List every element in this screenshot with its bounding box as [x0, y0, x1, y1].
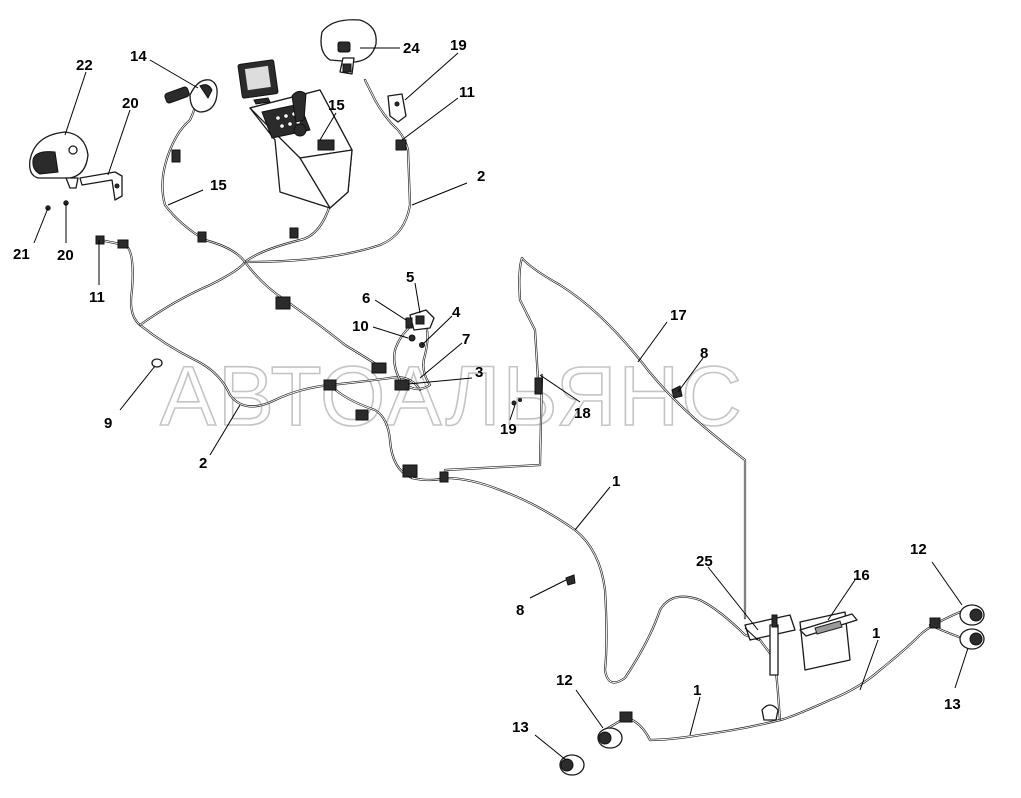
right-mirror-bracket — [387, 93, 407, 123]
left-mirror-bracket — [79, 171, 123, 201]
callout-3: 3 — [475, 364, 483, 381]
switch-harness — [393, 320, 432, 391]
connector — [197, 231, 207, 243]
callout-24: 24 — [403, 40, 420, 57]
callout-8: 8 — [516, 602, 524, 619]
harness-17 — [518, 256, 747, 620]
connector — [402, 464, 418, 478]
callout-2: 2 — [477, 168, 485, 185]
connector — [289, 227, 299, 239]
connector — [619, 711, 633, 723]
switch-cluster — [405, 309, 435, 348]
control-console — [237, 59, 353, 209]
harness-15 — [161, 93, 247, 264]
fitting — [511, 400, 517, 406]
callout-13: 13 — [512, 719, 529, 736]
callout-22: 21 — [13, 246, 30, 263]
callout-21: 20 — [57, 247, 74, 264]
connectors — [95, 139, 941, 723]
callout-19: 19 — [500, 421, 517, 438]
connector — [371, 362, 387, 374]
callout-8: 8 — [700, 345, 708, 362]
callout-14: 14 — [130, 48, 147, 65]
callout-25: 25 — [696, 553, 713, 570]
callout-16: 16 — [853, 567, 870, 584]
left-mirror — [29, 131, 89, 189]
callout-1: 1 — [693, 682, 701, 699]
harness-wires — [98, 78, 964, 742]
connector — [323, 379, 337, 391]
connector — [275, 296, 291, 310]
callout-12: 12 — [556, 672, 573, 689]
callout-15: 15 — [210, 177, 227, 194]
callout-7: 7 — [462, 331, 470, 348]
callout-1: 1 — [612, 473, 620, 490]
connector — [355, 409, 369, 421]
connector — [439, 471, 449, 483]
joystick-lever — [164, 79, 218, 113]
callout-17: 17 — [670, 307, 687, 324]
connector — [394, 379, 410, 391]
callout-6: 6 — [362, 290, 370, 307]
connector — [534, 377, 543, 395]
callout-10: 10 — [352, 318, 369, 335]
callout-15: 15 — [328, 97, 345, 114]
connector — [171, 149, 181, 163]
callout-23: 22 — [76, 57, 93, 74]
callout-4: 4 — [452, 304, 461, 321]
callout-12: 12 — [910, 541, 927, 558]
rear-lamps-right — [959, 604, 985, 650]
callout-11: 11 — [89, 289, 105, 306]
callout-9: 9 — [104, 415, 112, 432]
connector — [117, 239, 129, 249]
connector — [395, 139, 407, 151]
grommet — [151, 358, 163, 368]
callout-11: 11 — [459, 84, 475, 101]
connector — [929, 617, 941, 629]
clip — [565, 574, 576, 586]
callout-labels: 22 20 21 20 11 14 15 15 24 19 11 2 5 6 1… — [13, 37, 961, 736]
callout-1: 1 — [872, 625, 880, 642]
rear-lamps-left — [559, 727, 623, 776]
clip — [671, 385, 683, 399]
rear-plate-bracket — [744, 611, 858, 721]
callout-2: 2 — [199, 455, 207, 472]
callout-20: 19 — [450, 37, 467, 54]
connector — [95, 235, 105, 245]
leader-lines — [33, 47, 969, 761]
fitting — [518, 398, 522, 402]
callout-20: 20 — [122, 95, 139, 112]
callout-13: 13 — [944, 696, 961, 713]
callout-5: 5 — [406, 269, 414, 286]
watermark: АВТОАЛЬЯНС — [160, 349, 744, 443]
right-mirror — [320, 19, 377, 75]
callout-18: 18 — [574, 405, 591, 422]
